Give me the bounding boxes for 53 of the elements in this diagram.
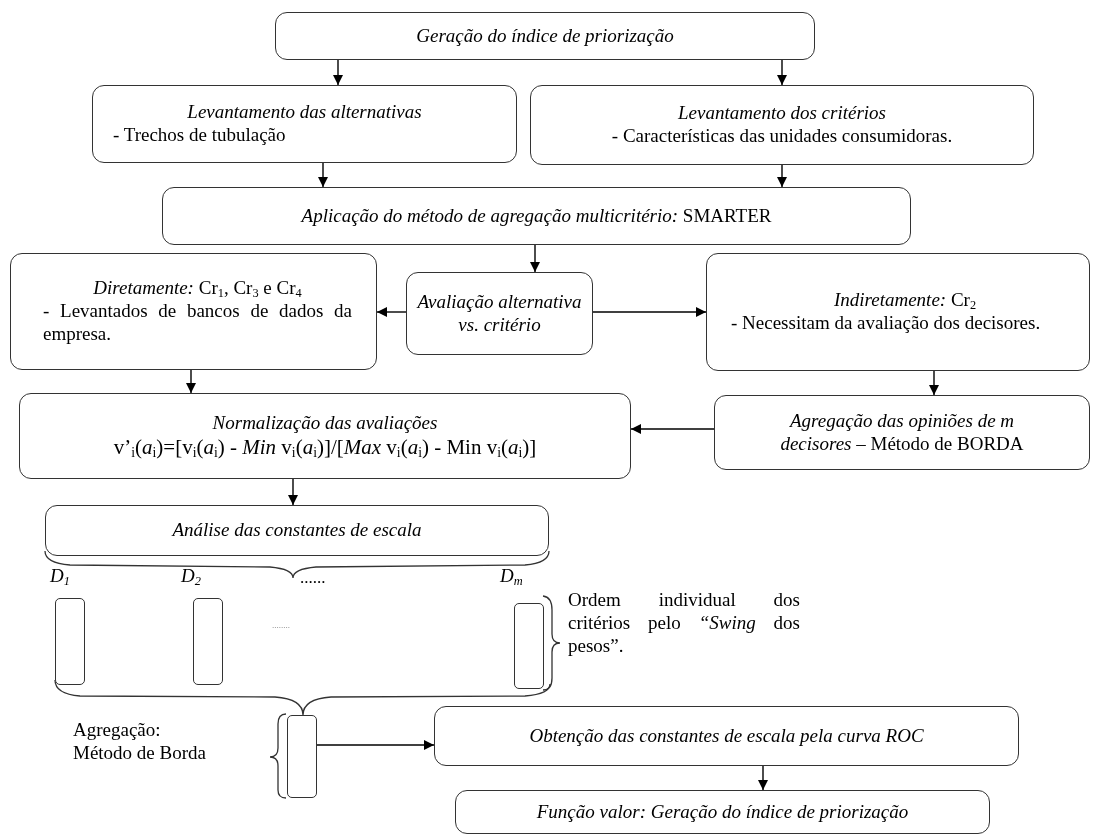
arrow bbox=[530, 244, 540, 273]
box-text: - Trechos de tubulação bbox=[113, 124, 287, 147]
rectangle-box bbox=[287, 715, 317, 798]
box-heading: Diretamente: Cr$_{1}$, Cr$_{3}$ e Cr$_{4}$ bbox=[92, 277, 303, 301]
box-heading: Geração do índice de priorização bbox=[415, 24, 675, 48]
rectangle-box bbox=[55, 598, 85, 685]
box-heading: Avaliação alternativa vs. critério bbox=[415, 290, 583, 337]
decision-maker-label: D$_{1}$ bbox=[50, 565, 70, 588]
arrow bbox=[758, 765, 768, 791]
process-box bbox=[434, 706, 1019, 766]
annotation-text: Ordem individual dos critérios pelo “Swing dos pesos”. bbox=[568, 589, 800, 658]
decision-maker-label: D$_{m}$ bbox=[500, 565, 523, 588]
ellipsis: ...... bbox=[300, 568, 326, 589]
arrow bbox=[929, 370, 939, 396]
box-text: - Necessitam da avaliação dos decisores. bbox=[731, 312, 1042, 335]
box-heading: Normalização das avaliações bbox=[211, 412, 439, 435]
arrow bbox=[318, 162, 328, 188]
arrow bbox=[186, 369, 196, 394]
process-box bbox=[10, 253, 377, 370]
box-text: - Levantados de bancos de dados da empresa. bbox=[43, 300, 352, 346]
process-box bbox=[406, 272, 593, 355]
rectangle-box bbox=[514, 603, 544, 689]
process-box bbox=[530, 85, 1034, 165]
process-box bbox=[275, 12, 815, 60]
box-heading: Indiretamente: Cr$_{2}$ bbox=[832, 289, 978, 312]
annotation-text: Agregação: Método de Borda bbox=[73, 719, 207, 765]
process-box bbox=[162, 187, 911, 245]
decision-maker-label: D$_{2}$ bbox=[181, 565, 201, 588]
process-box bbox=[92, 85, 517, 163]
box-heading: Levantamento dos critérios bbox=[677, 102, 887, 125]
box-heading: Agregação das opiniões de m decisores – Método de BORDA bbox=[779, 409, 1025, 456]
arrow bbox=[333, 59, 343, 86]
process-box bbox=[714, 395, 1090, 470]
arrow bbox=[592, 307, 707, 317]
arrow bbox=[630, 424, 715, 434]
arrow bbox=[777, 164, 787, 188]
ellipsis: ........ bbox=[272, 620, 290, 631]
box-heading: Aplicação do método de agregação multicritério: SMARTER bbox=[299, 204, 773, 228]
rectangle-box bbox=[193, 598, 223, 685]
process-box bbox=[19, 393, 631, 479]
box-heading: Função valor: Geração do índice de priorização bbox=[535, 800, 910, 824]
process-box bbox=[45, 505, 549, 556]
box-text: - Características das unidades consumidoras. bbox=[610, 125, 954, 148]
arrow bbox=[316, 740, 435, 750]
arrow bbox=[777, 59, 787, 86]
arrow bbox=[288, 478, 298, 506]
box-text: v’$_{i}$(a$_{i}$)=[v$_{i}$(a$_{i}$) - Min v$_{i}$(a$_{i}$)]/[Max v$_{i}$(a$_{i}$) - Min v$_{i}$(a$_{i}$)] bbox=[112, 434, 538, 460]
process-box bbox=[706, 253, 1090, 371]
process-box bbox=[455, 790, 990, 834]
arrow bbox=[376, 307, 407, 317]
box-heading: Levantamento das alternativas bbox=[186, 101, 423, 124]
box-heading: Obtenção das constantes de escala pela curva ROC bbox=[528, 724, 925, 748]
box-heading: Análise das constantes de escala bbox=[170, 519, 423, 542]
